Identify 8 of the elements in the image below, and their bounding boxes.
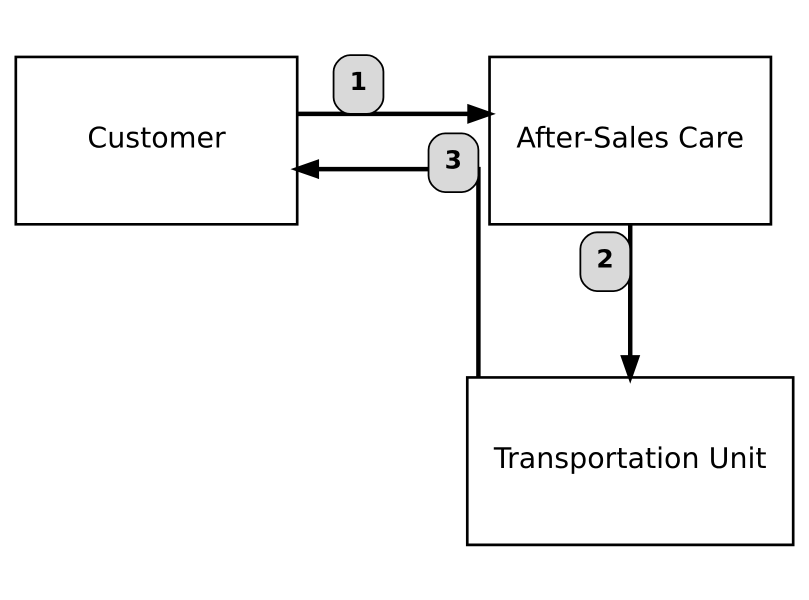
- node-box: Customer: [14, 56, 299, 226]
- node-box: Transportation Unit: [466, 376, 795, 546]
- edge-label: 1: [350, 67, 367, 96]
- edge-label: 2: [596, 244, 614, 274]
- node-box: After-Sales Care: [488, 56, 772, 226]
- arrow: [620, 224, 640, 384]
- arrow: [297, 104, 496, 124]
- edge-label: 3: [444, 145, 462, 174]
